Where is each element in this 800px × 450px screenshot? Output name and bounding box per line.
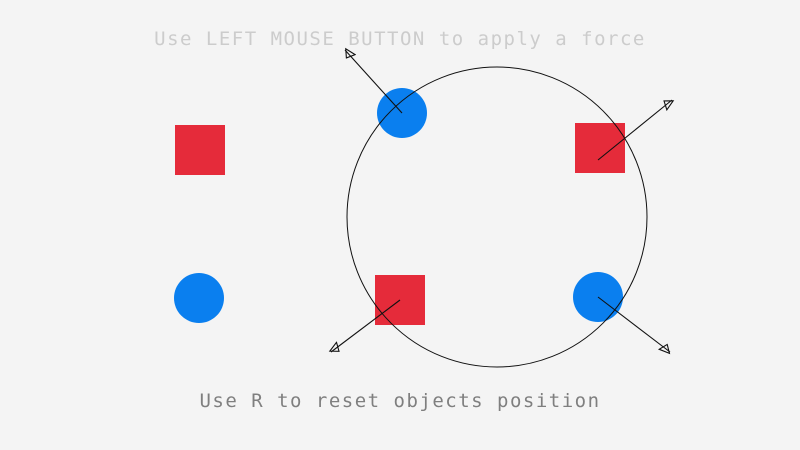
force-arrow-icon <box>331 299 401 353</box>
body-circle[interactable] <box>174 273 224 323</box>
force-arrow-icon <box>344 50 403 114</box>
force-arrow-icon <box>597 99 672 161</box>
force-arrow-icon <box>597 296 671 352</box>
bodies-layer <box>174 88 625 325</box>
body-square[interactable] <box>575 123 625 173</box>
body-square[interactable] <box>175 125 225 175</box>
hint-text-top: Use LEFT MOUSE BUTTON to apply a force <box>154 28 646 50</box>
hint-text-bottom: Use R to reset objects position <box>199 390 601 412</box>
constraint-circle <box>346 66 648 368</box>
force-arrows-layer <box>331 50 672 352</box>
